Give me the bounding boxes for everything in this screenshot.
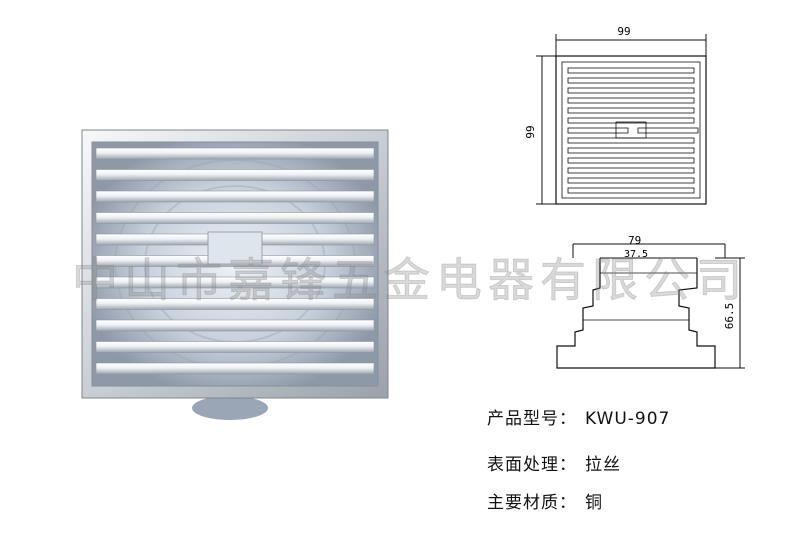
top-view-slot xyxy=(567,177,695,184)
dim-inner-37-5: 37.5 xyxy=(624,249,648,260)
top-view-slot xyxy=(637,127,699,134)
top-view-slot xyxy=(567,167,695,174)
grate-bar xyxy=(95,212,375,224)
spec-material-label: 主要材质： xyxy=(487,493,577,513)
grate-bar xyxy=(95,362,375,375)
top-view-slot xyxy=(567,117,695,124)
top-view-slot xyxy=(567,187,695,194)
spec-finish: 表面处理： 拉丝 xyxy=(487,450,621,475)
spec-finish-value: 拉丝 xyxy=(585,455,621,475)
drawing-top-view: 99 99 xyxy=(524,25,707,205)
dim-top-79: 79 xyxy=(628,234,641,247)
drain-body xyxy=(192,396,268,420)
grate-bar xyxy=(95,190,375,203)
dim-height-99: 99 xyxy=(524,125,537,138)
grate-bar xyxy=(95,276,375,289)
top-view-slot xyxy=(567,67,695,74)
top-view-slot xyxy=(567,77,695,84)
top-view-slot xyxy=(567,127,629,134)
top-view-center xyxy=(615,121,647,139)
spec-model: 产品型号： KWU-907 xyxy=(487,404,670,429)
top-view-slot xyxy=(567,157,695,164)
grate-bar xyxy=(95,147,375,160)
grate-bar xyxy=(95,298,375,310)
grate-bar xyxy=(95,341,375,353)
drawing-side-view: 79 37.5 66.5 xyxy=(556,234,745,369)
spec-material-value: 铜 xyxy=(585,493,603,513)
grate-center-cutout xyxy=(207,231,263,265)
spec-material: 主要材质： 铜 xyxy=(487,488,603,513)
product-photo xyxy=(81,129,389,420)
dim-width-99: 99 xyxy=(617,25,630,38)
spec-model-value: KWU-907 xyxy=(585,409,671,429)
top-view-outline xyxy=(555,55,707,205)
top-view-slot xyxy=(567,87,695,94)
top-view-slot xyxy=(567,137,695,144)
top-view-slot xyxy=(567,97,695,104)
spec-model-label: 产品型号： xyxy=(487,409,577,429)
spec-finish-label: 表面处理： xyxy=(487,455,577,475)
top-view-slots xyxy=(567,67,699,194)
side-view-body xyxy=(556,258,716,369)
dim-height-66-5: 66.5 xyxy=(723,303,736,330)
grate-bar xyxy=(95,169,375,181)
top-view-slot xyxy=(567,107,695,114)
top-view-slot xyxy=(567,147,695,154)
grate-bar xyxy=(95,319,375,332)
